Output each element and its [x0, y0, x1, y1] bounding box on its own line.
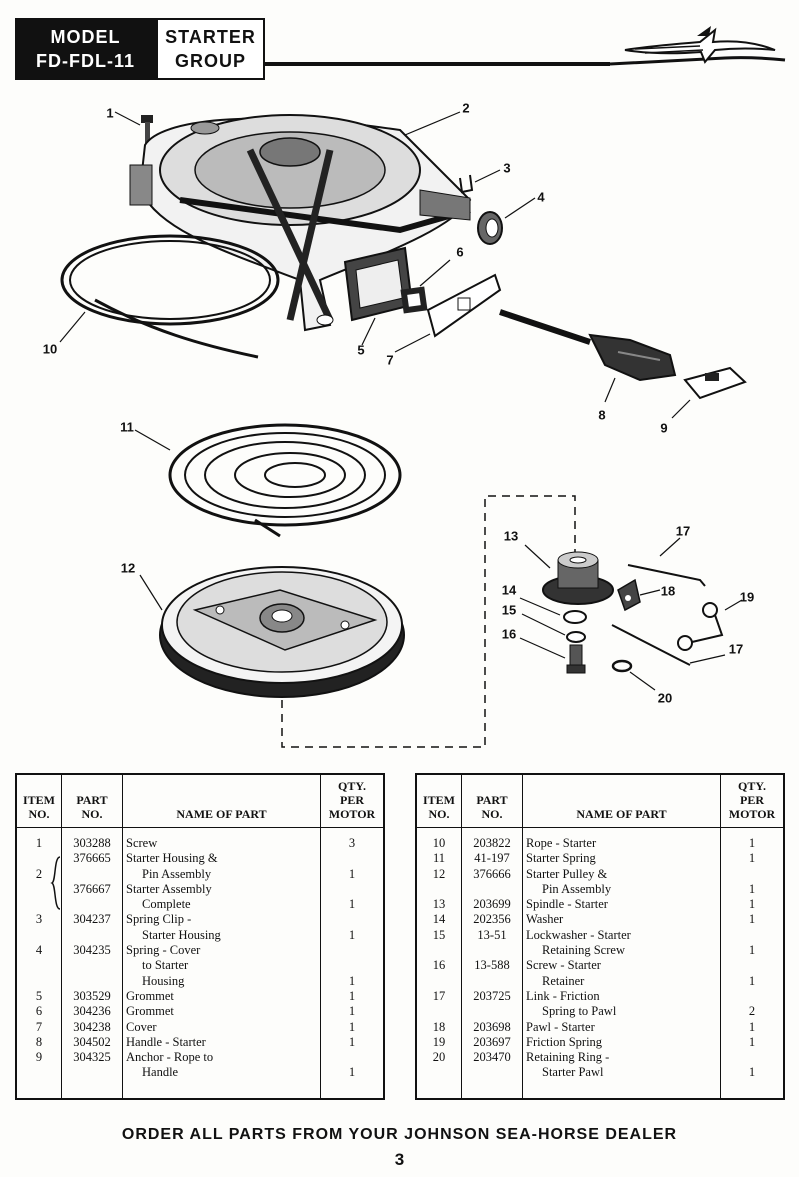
callout-9: 9 [660, 420, 668, 436]
table-body-right: 10 11 12 13 14 15 16 17 18 19 20 203822 … [417, 827, 783, 1098]
callout-19: 19 [739, 589, 755, 605]
group-line-2: GROUP [174, 51, 246, 71]
callout-5: 5 [357, 342, 365, 358]
exploded-parts-diagram [59, 111, 747, 748]
part-friction-spring [677, 599, 743, 651]
callout-17-top: 17 [675, 523, 691, 539]
header-name-of-part: NAME OF PART [122, 775, 321, 828]
group-label-box: STARTER GROUP [156, 18, 265, 80]
header-rule [265, 62, 610, 66]
part-cover [394, 273, 502, 353]
callout-6: 6 [456, 244, 464, 260]
callout-11: 11 [120, 419, 134, 435]
callout-14: 14 [501, 582, 517, 598]
callout-12: 12 [120, 560, 136, 576]
part-grommet-large [343, 246, 414, 346]
callout-16: 16 [501, 626, 517, 642]
part-retainer-screw [519, 637, 586, 674]
part-pawl [617, 578, 661, 612]
part-starter-spring [134, 423, 402, 538]
callout-4: 4 [537, 189, 545, 205]
part-starter-housing [129, 111, 472, 332]
name-of-part-column: Rope - Starter Starter Spring Starter Pu… [522, 827, 721, 1098]
callout-15: 15 [501, 602, 517, 618]
callout-7: 7 [386, 352, 394, 368]
callout-1: 1 [106, 105, 114, 121]
part-lockwasher [521, 613, 586, 643]
page-number: 3 [394, 1150, 405, 1169]
callout-10: 10 [42, 341, 58, 357]
item-2-brace-icon [50, 856, 61, 910]
callout-17-bottom: 17 [728, 641, 744, 657]
item-column: 10 11 12 13 14 15 16 17 18 19 20 [417, 827, 462, 1098]
part-washer [519, 597, 587, 624]
item-column: 1 2 3 4 5 6 7 8 9 [17, 827, 62, 1098]
footer-dealer-notice: ORDER ALL PARTS FROM YOUR JOHNSON SEA-HO… [121, 1126, 678, 1143]
page-header: MODEL FD-FDL-11 STARTER GROUP [15, 18, 265, 80]
model-label: MODEL [50, 27, 121, 47]
header-name-of-part: NAME OF PART [522, 775, 721, 828]
part-grommet-small [400, 259, 451, 314]
model-number: FD-FDL-11 [36, 51, 135, 71]
name-of-part-column: Screw Starter Housing & Pin Assembly Sta… [122, 827, 321, 1098]
callout-8: 8 [598, 407, 606, 423]
qty-column: 1 1 1 1 1 1 1 2 1 1 1 [748, 836, 756, 1080]
part-spring-clip [459, 169, 501, 194]
callout-2: 2 [462, 100, 470, 116]
model-label-box: MODEL FD-FDL-11 [15, 18, 156, 80]
part-starter-pulley [139, 566, 405, 698]
part-number-column: 203822 41-197 376666 203699 202356 13-51… [461, 827, 523, 1098]
part-link-friction-spring [611, 537, 726, 666]
callout-3: 3 [503, 160, 511, 176]
seahorse-logo-icon [609, 26, 786, 66]
part-anchor [671, 366, 747, 419]
callout-18: 18 [660, 583, 676, 599]
group-line-1: STARTER [165, 27, 256, 47]
callout-13: 13 [503, 528, 519, 544]
part-spring-cover [477, 197, 536, 245]
part-rope [59, 234, 280, 359]
part-retaining-ring [611, 659, 656, 691]
part-screw [114, 111, 153, 144]
callout-20: 20 [657, 690, 673, 706]
part-spindle [524, 544, 614, 605]
part-handle [499, 309, 677, 403]
